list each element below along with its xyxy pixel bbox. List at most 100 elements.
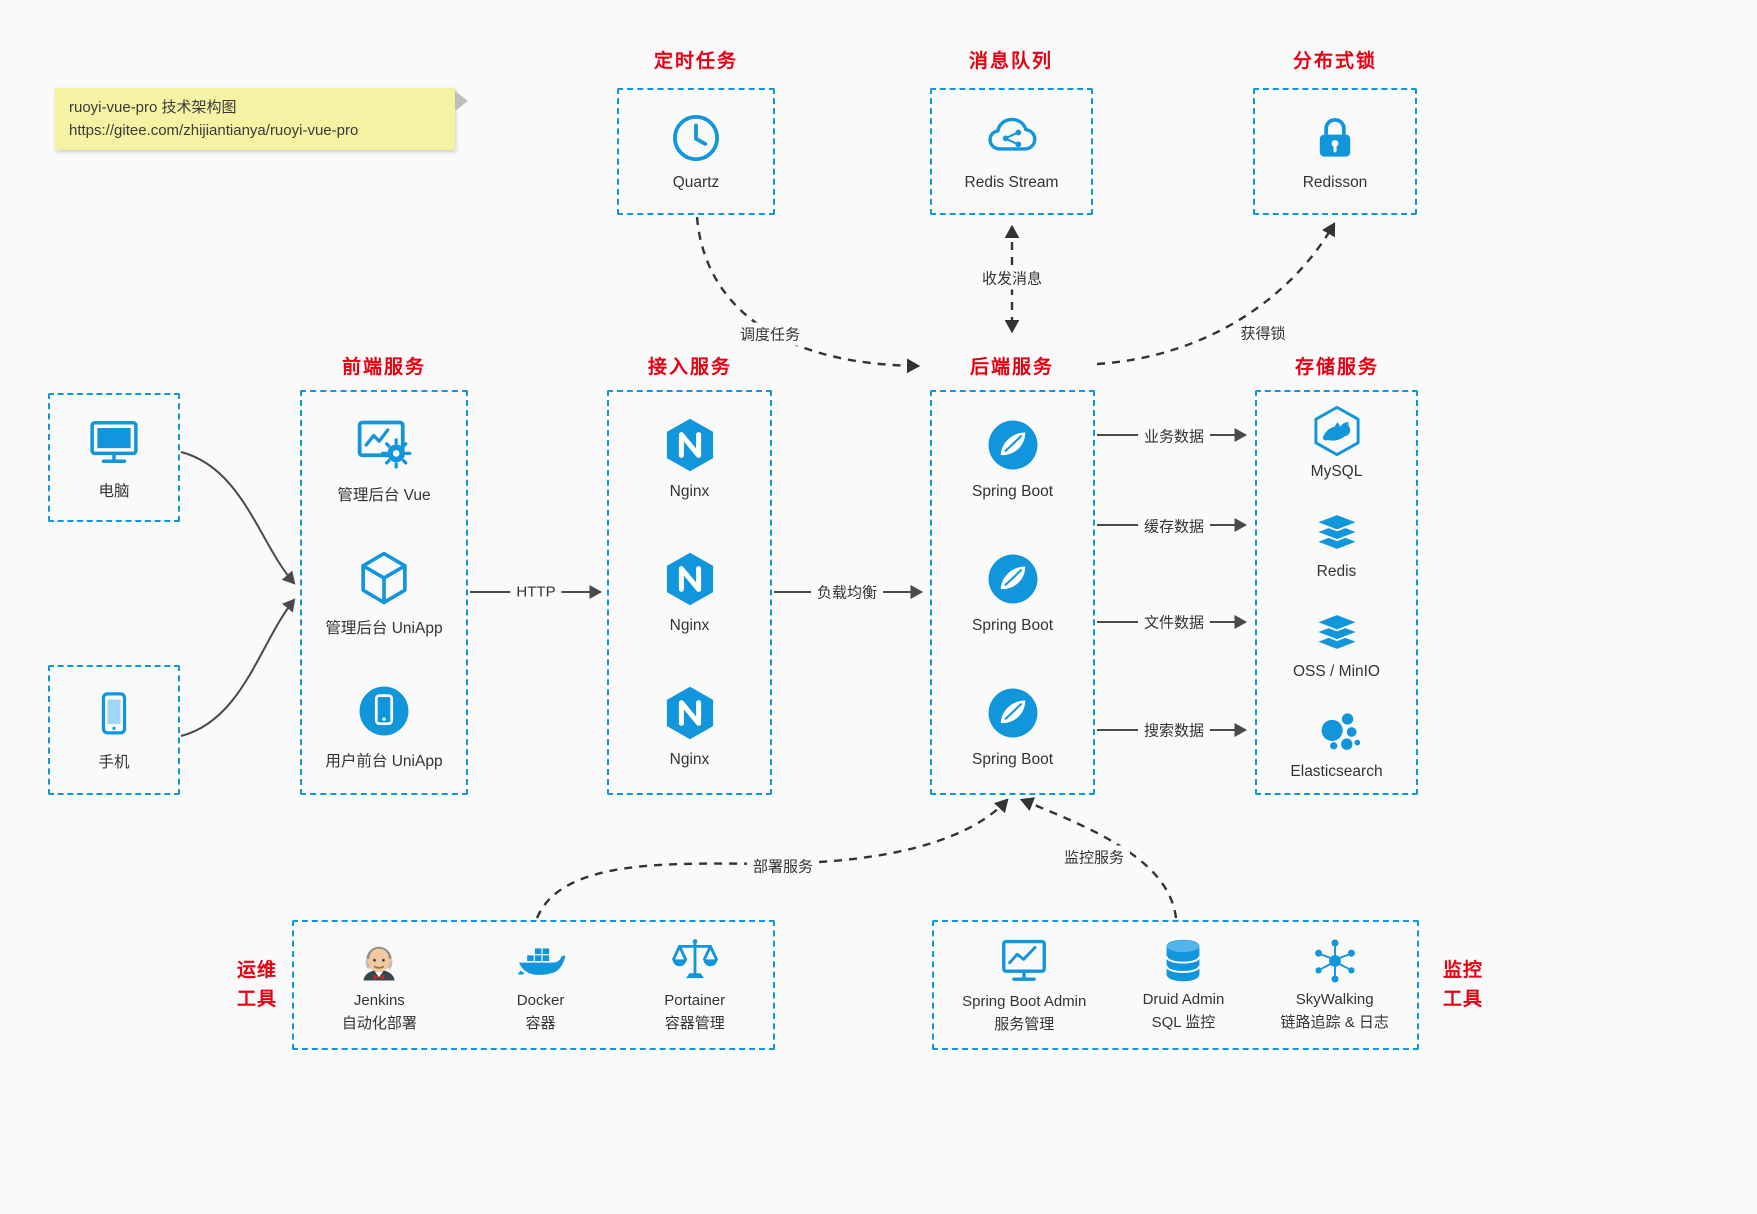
- quartz-node: Quartz: [669, 111, 723, 192]
- nginx-label: Nginx: [669, 483, 710, 501]
- admin-vue-node: 管理后台 Vue: [337, 414, 431, 505]
- group-title-access: 接入服务: [647, 357, 733, 378]
- redis-node: Redis: [1311, 506, 1363, 581]
- cloud-stream-icon: [987, 117, 1036, 151]
- nginx-node: Nginx: [661, 550, 719, 635]
- druid-label: Druid Admin SQL 监控: [1142, 991, 1225, 1031]
- skywalking-icon: [1314, 939, 1355, 983]
- oss-minio-node: OSS / MinIO: [1293, 606, 1380, 681]
- elasticsearch-label: Elasticsearch: [1290, 762, 1383, 780]
- redis-stream-node: Redis Stream: [964, 111, 1059, 192]
- oss-minio-icon: [1314, 613, 1359, 651]
- phone-label: 手机: [98, 753, 130, 771]
- group-title-message-queue: 消息队列: [968, 51, 1054, 72]
- skywalking-node: SkyWalking 链路追踪 & 日志: [1281, 936, 1389, 1034]
- spring-boot-node: Spring Boot: [972, 684, 1053, 769]
- springboot-admin-node: Spring Boot Admin 服务管理: [962, 934, 1086, 1036]
- spring-boot-icon: [988, 554, 1037, 604]
- nginx-icon: [666, 552, 713, 606]
- note-fold-corner-icon: [455, 91, 468, 111]
- arrow-schedule-task: [695, 216, 921, 374]
- nginx-label: Nginx: [669, 616, 710, 634]
- edge-label-http: HTTP: [510, 582, 562, 602]
- group-title-monitor-tools: 监控 工具: [1442, 960, 1483, 1010]
- admin-uniapp-label: 管理后台 UniApp: [325, 620, 443, 637]
- druid-icon: [1166, 939, 1201, 982]
- lock-icon: [1319, 117, 1351, 157]
- group-title-backend: 后端服务: [969, 357, 1055, 378]
- edge-label-schedule: 调度任务: [733, 322, 807, 346]
- redis-label: Redis: [1316, 563, 1357, 581]
- nginx-icon: [666, 419, 713, 472]
- group-title-distributed-lock: 分布式锁: [1292, 51, 1378, 72]
- mysql-icon: [1313, 406, 1360, 457]
- phone-node: 手机: [88, 689, 140, 772]
- redisson-box: Redisson: [1253, 88, 1417, 215]
- mysql-node: MySQL: [1310, 404, 1364, 481]
- docker-icon: [517, 948, 565, 975]
- group-title-scheduled-tasks: 定时任务: [653, 51, 739, 72]
- note-title: ruoyi-vue-pro 技术架构图: [69, 99, 237, 116]
- jenkins-label: Jenkins 自动化部署: [341, 992, 417, 1032]
- nginx-icon: [666, 686, 713, 739]
- elasticsearch-node: Elasticsearch: [1290, 706, 1383, 781]
- oss-minio-label: OSS / MinIO: [1293, 662, 1380, 680]
- admin-vue-icon: [357, 420, 412, 469]
- jenkins-node: Jenkins 自动化部署: [342, 935, 417, 1035]
- smartphone-icon: [101, 691, 127, 734]
- nginx-label: Nginx: [669, 750, 710, 768]
- group-title-storage: 存储服务: [1294, 357, 1380, 378]
- ops-tools-box: Jenkins 自动化部署 Doc: [292, 920, 775, 1050]
- backend-box: Spring Boot Spring Boot Spring Boot: [930, 390, 1095, 795]
- nginx-node: Nginx: [661, 684, 719, 769]
- spring-boot-label: Spring Boot: [972, 483, 1053, 501]
- edge-label-load-balance: 负载均衡: [810, 580, 884, 604]
- arrow-acquire-lock: [1096, 222, 1336, 366]
- edge-label-business-data: 业务数据: [1137, 424, 1211, 448]
- edge-label-message: 收发消息: [975, 266, 1049, 290]
- note-url: https://gitee.com/zhijiantianya/ruoyi-vu…: [69, 122, 359, 140]
- redis-stream-box: Redis Stream: [930, 88, 1093, 215]
- quartz-label: Quartz: [672, 174, 720, 191]
- jenkins-icon: [363, 946, 395, 981]
- computer-box: 电脑: [48, 393, 180, 522]
- group-title-frontend: 前端服务: [341, 357, 427, 378]
- springboot-admin-label: Spring Boot Admin 服务管理: [962, 993, 1087, 1033]
- phone-box: 手机: [48, 665, 180, 795]
- docker-label: Docker 容器: [516, 992, 565, 1032]
- edge-label-lock: 获得锁: [1234, 321, 1292, 345]
- monitor-tools-box: Spring Boot Admin 服务管理 Druid Admin SQL 监…: [932, 920, 1419, 1050]
- spring-boot-node: Spring Boot: [972, 416, 1053, 501]
- arrow-phone-to-frontend: [180, 598, 296, 737]
- user-uniapp-node: 用户前台 UniApp: [325, 682, 443, 771]
- quartz-box: Quartz: [617, 88, 775, 215]
- springboot-admin-icon: [1002, 939, 1047, 981]
- user-app-icon: [359, 686, 409, 736]
- spring-boot-label: Spring Boot: [972, 616, 1053, 634]
- redis-stream-label: Redis Stream: [964, 174, 1059, 191]
- admin-vue-label: 管理后台 Vue: [337, 487, 431, 504]
- edge-label-cache-data: 缓存数据: [1137, 514, 1211, 538]
- admin-uniapp-node: 管理后台 UniApp: [325, 549, 443, 638]
- edge-label-monitor: 监控服务: [1057, 845, 1131, 869]
- spring-boot-icon: [988, 688, 1037, 738]
- spring-boot-label: Spring Boot: [972, 750, 1053, 768]
- elasticsearch-icon: [1321, 712, 1360, 750]
- storage-box: MySQL Redis: [1255, 390, 1418, 795]
- mysql-label: MySQL: [1310, 463, 1363, 481]
- arrow-computer-to-frontend: [180, 451, 296, 585]
- nginx-node: Nginx: [661, 416, 719, 501]
- portainer-label: Portainer 容器管理: [664, 992, 726, 1032]
- portainer-node: Portainer 容器管理: [664, 935, 725, 1035]
- edge-label-deploy: 部署服务: [746, 854, 820, 878]
- portainer-icon: [671, 939, 718, 979]
- sticky-note: ruoyi-vue-pro 技术架构图 https://gitee.com/zh…: [55, 88, 468, 150]
- access-box: Nginx Nginx Nginx: [607, 390, 772, 795]
- spring-boot-node: Spring Boot: [972, 550, 1053, 635]
- redisson-node: Redisson: [1302, 111, 1368, 192]
- clock-icon: [673, 115, 719, 161]
- redisson-label: Redisson: [1302, 174, 1368, 191]
- user-uniapp-label: 用户前台 UniApp: [325, 753, 443, 770]
- edge-label-search-data: 搜索数据: [1137, 718, 1211, 742]
